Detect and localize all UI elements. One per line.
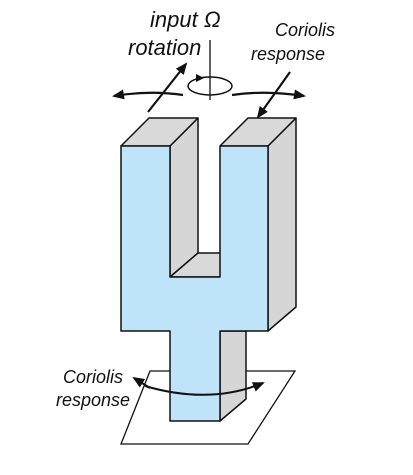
stem-side-face	[219, 330, 247, 422]
label-response-bottom: response	[56, 390, 130, 410]
label-input: input Ω	[150, 7, 221, 32]
right-vibration-arrow	[231, 89, 306, 100]
coriolis-response-bottom-arrow	[144, 382, 265, 396]
fork-right-side-face	[267, 117, 297, 332]
fork-front-face	[120, 145, 269, 422]
coriolis-response-bottom-arrow-tail	[132, 376, 151, 389]
coriolis-response-top-arrow	[256, 71, 291, 119]
left-vibration-arrow	[112, 89, 184, 100]
label-coriolis-bottom: Coriolis	[63, 367, 123, 387]
input-rotation-arrow	[147, 62, 188, 113]
label-coriolis-top: Coriolis	[275, 20, 335, 40]
label-response-top: response	[251, 44, 325, 64]
label-rotation: rotation	[128, 35, 201, 60]
rotation-ellipse-arrowhead	[196, 74, 204, 82]
tuning-fork	[120, 117, 297, 422]
top-arrows	[112, 62, 306, 119]
